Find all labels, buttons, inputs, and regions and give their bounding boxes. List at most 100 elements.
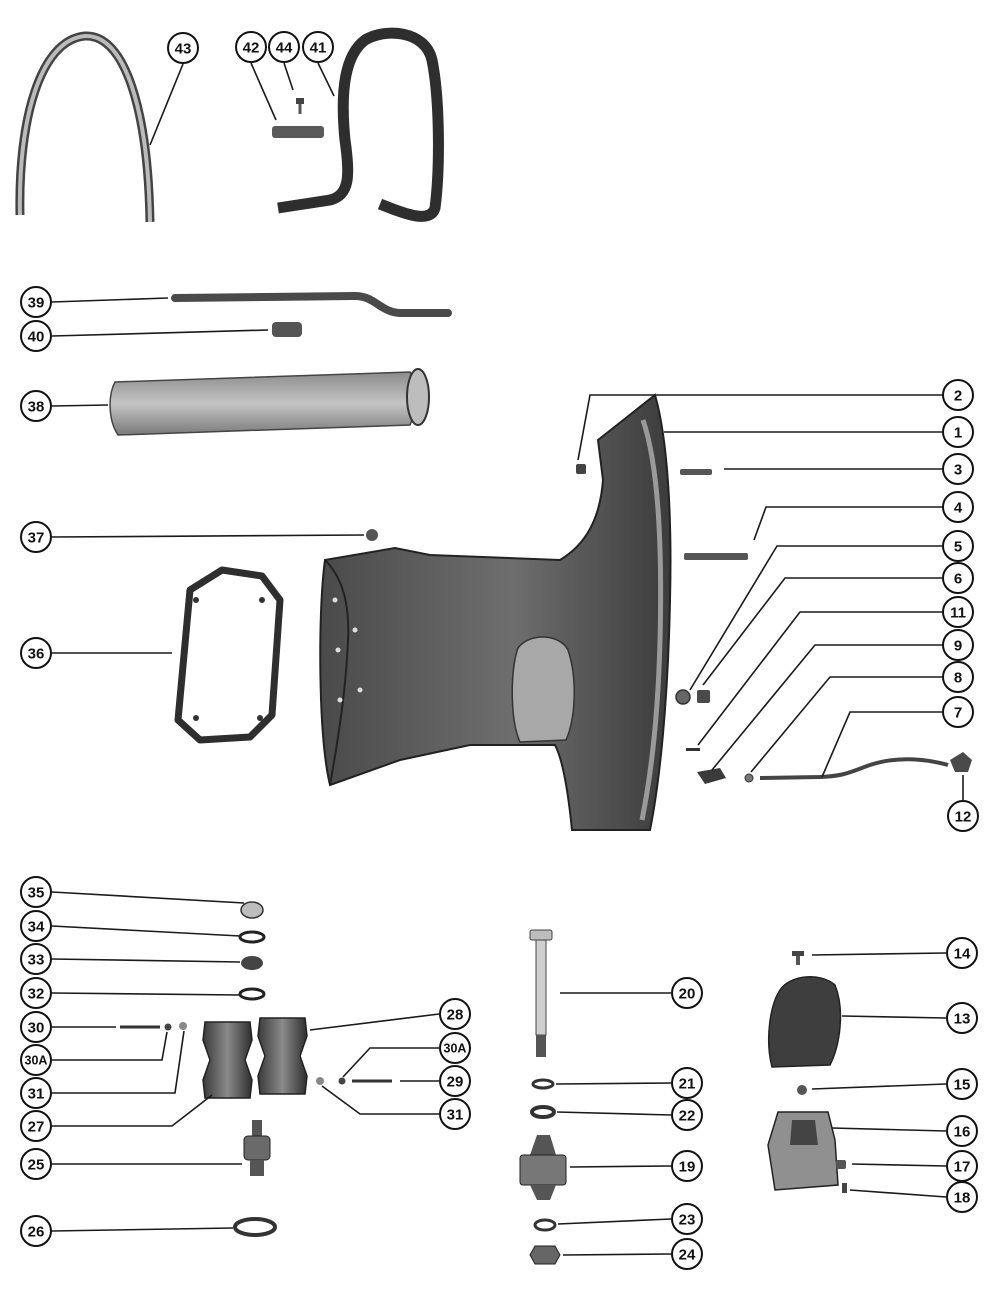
callout: 35 [20, 876, 52, 908]
part-27-bearing-cap [202, 1021, 253, 1099]
svg-text:22: 22 [679, 1108, 696, 1125]
callout: 38 [20, 390, 52, 422]
part-3-stud [680, 469, 712, 475]
callout: 21 [671, 1067, 703, 1099]
callout: 2 [942, 379, 974, 411]
callout: 1 [942, 416, 974, 448]
svg-text:5: 5 [954, 539, 962, 556]
part-25-fitting [243, 1120, 271, 1176]
svg-text:37: 37 [28, 530, 45, 547]
svg-text:31: 31 [28, 1086, 45, 1103]
callout: 30A [439, 1032, 471, 1064]
callout: 40 [20, 320, 52, 352]
parts-layer [15, 27, 972, 1265]
callout: 31 [439, 1098, 471, 1130]
callout: 11 [942, 596, 974, 628]
svg-text:38: 38 [28, 399, 45, 416]
part-36-gasket [174, 566, 284, 744]
callout: 17 [946, 1150, 978, 1182]
callout: 18 [946, 1181, 978, 1213]
svg-text:30A: 30A [444, 1042, 467, 1056]
callout: 14 [946, 937, 978, 969]
part-43-arc-seal [15, 31, 155, 223]
callout: 33 [20, 943, 52, 975]
svg-text:26: 26 [28, 1224, 45, 1241]
part-18-screw [842, 1183, 847, 1193]
part-44-screw [296, 98, 304, 114]
svg-text:9: 9 [954, 638, 962, 655]
svg-text:30A: 30A [25, 1054, 48, 1068]
svg-text:27: 27 [28, 1119, 45, 1136]
svg-text:31: 31 [447, 1107, 464, 1124]
part-7-shift-rod [759, 757, 949, 780]
part-37-plug [366, 529, 378, 541]
part-34-o-ring [238, 930, 266, 944]
callout: 15 [946, 1068, 978, 1100]
part-42-tube [272, 126, 324, 138]
svg-text:34: 34 [28, 919, 45, 936]
callout: 39 [20, 286, 52, 318]
leader-lines [51, 62, 964, 1256]
svg-text:15: 15 [954, 1077, 971, 1094]
callout: 24 [671, 1238, 703, 1270]
callout: 22 [671, 1099, 703, 1131]
svg-text:35: 35 [28, 885, 45, 902]
svg-text:28: 28 [447, 1007, 464, 1024]
callout: 29 [439, 1065, 471, 1097]
callout: 44 [268, 31, 300, 63]
callout: 37 [20, 521, 52, 553]
callout: 26 [20, 1215, 52, 1247]
part-21-washer [531, 1078, 555, 1090]
part-38-exhaust-tube [109, 368, 430, 436]
svg-text:20: 20 [679, 986, 696, 1003]
part-14-screw [792, 951, 804, 965]
part-22-washer [530, 1105, 556, 1119]
callout: 27 [20, 1110, 52, 1142]
svg-text:25: 25 [28, 1157, 45, 1174]
svg-text:23: 23 [679, 1212, 696, 1229]
callout: 8 [942, 661, 974, 693]
part-35-bushing [240, 901, 264, 919]
part-15-nut [797, 1085, 807, 1095]
part-23-washer [533, 1218, 557, 1232]
callout: 28 [439, 998, 471, 1030]
callout: 9 [942, 629, 974, 661]
callout: 41 [302, 31, 334, 63]
svg-text:21: 21 [679, 1076, 696, 1093]
callout: 16 [946, 1115, 978, 1147]
part-5-washer [675, 689, 691, 705]
svg-text:36: 36 [28, 646, 45, 663]
svg-text:13: 13 [954, 1011, 971, 1028]
svg-text:33: 33 [28, 952, 45, 969]
svg-text:2: 2 [954, 388, 962, 405]
svg-text:12: 12 [955, 809, 972, 826]
callout: 31 [20, 1077, 52, 1109]
svg-text:42: 42 [243, 40, 260, 57]
part-8-washer [744, 773, 754, 783]
callout: 4 [942, 491, 974, 523]
part-28-bearing-cap [257, 1017, 308, 1095]
svg-text:30: 30 [28, 1020, 45, 1037]
svg-text:6: 6 [954, 571, 962, 588]
svg-text:17: 17 [954, 1159, 971, 1176]
svg-text:39: 39 [28, 295, 45, 312]
svg-text:1: 1 [954, 425, 962, 442]
callout: 23 [671, 1203, 703, 1235]
part-2-nut [576, 464, 586, 474]
part-33-seal [241, 956, 263, 970]
svg-text:14: 14 [954, 946, 971, 963]
callout: 30A [20, 1044, 52, 1076]
part-12-knob [950, 752, 972, 772]
part-11-pin [686, 748, 700, 751]
part-32-o-ring [238, 987, 266, 1001]
part-13-cover [768, 976, 842, 1068]
part-26-o-ring [233, 1217, 277, 1237]
svg-text:19: 19 [679, 1159, 696, 1176]
callout: 36 [20, 637, 52, 669]
callout: 25 [20, 1148, 52, 1180]
callout: 34 [20, 910, 52, 942]
callout: 5 [942, 530, 974, 562]
callout: 7 [942, 696, 974, 728]
part-6-nut [697, 690, 710, 703]
